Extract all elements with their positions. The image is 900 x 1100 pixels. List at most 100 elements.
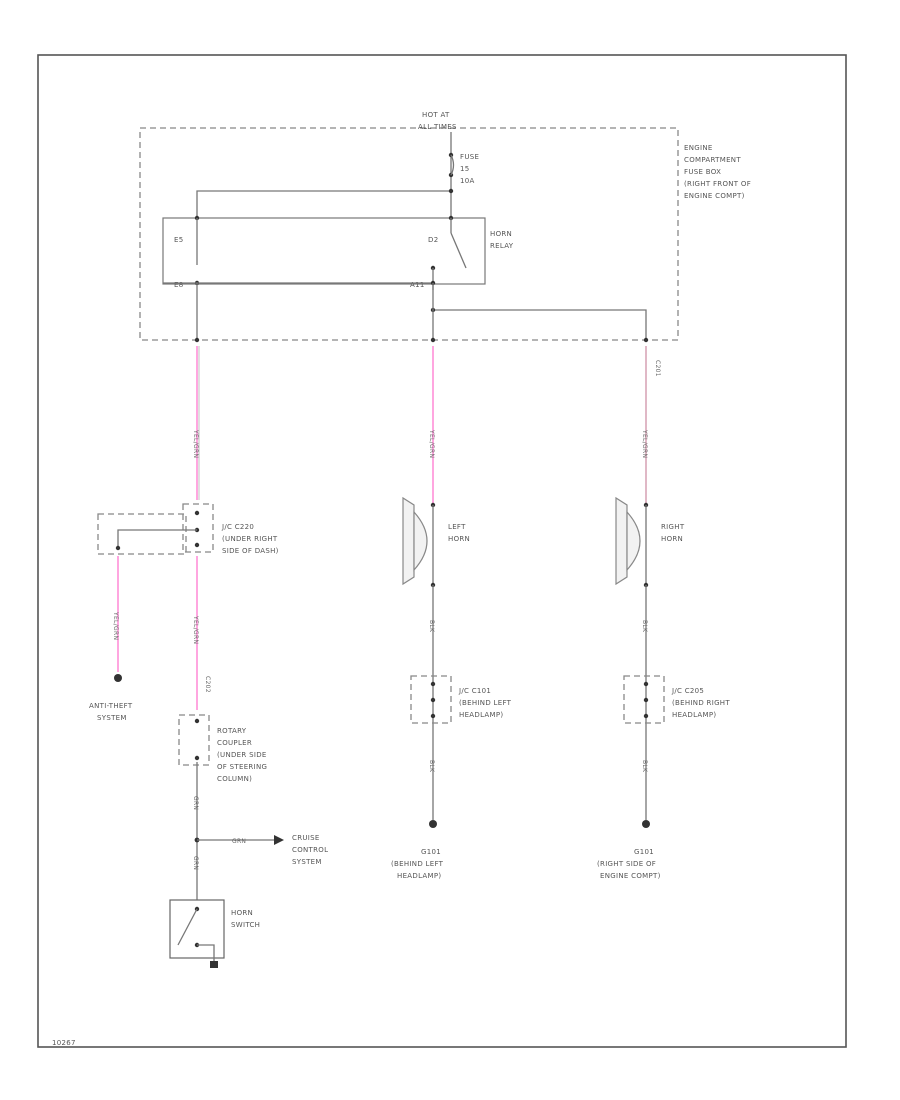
connector-c205-label-2: (BEHIND RIGHT [672, 699, 730, 707]
right-horn-branch [433, 309, 647, 340]
connector-c101-label-1: J/C C101 [458, 687, 491, 695]
fuse-box-name-5: ENGINE COMPT) [684, 192, 745, 200]
figure-id: 10267 [52, 1039, 76, 1047]
pin-e5: E5 [174, 236, 183, 244]
connector-c220-label-3: SIDE OF DASH) [222, 547, 279, 555]
connector-c220-pin-top [194, 510, 200, 516]
rotary-coupler-pin-bottom [194, 755, 200, 761]
connector-c101-pin-top [430, 681, 436, 687]
bus-junction [448, 188, 454, 194]
antitheft-wire-label: YEL/GRN [112, 611, 119, 640]
antitheft-terminal [114, 674, 122, 682]
connector-c220-label-2: (UNDER RIGHT [222, 535, 278, 543]
fuse-box-name-4: (RIGHT FRONT OF [684, 180, 751, 188]
middle-exit-terminal [430, 337, 436, 343]
connector-c205-pin-mid [643, 697, 649, 703]
horn-switch-label-2: SWITCH [231, 921, 260, 929]
left-horn-label-2: HORN [448, 535, 470, 543]
pin-d2: D2 [428, 236, 438, 244]
left-horn-body [402, 496, 415, 586]
cruise-wire-label: GRN [232, 838, 246, 845]
left-horn-label-1: LEFT [448, 523, 466, 531]
right-horn-label-1: RIGHT [661, 523, 685, 531]
fuse-box-name-2: COMPARTMENT [684, 156, 741, 164]
rotary-label-3: (UNDER SIDE [217, 751, 267, 759]
horn-relay-label-1: HORN [490, 230, 512, 238]
ground-left-label-3: HEADLAMP) [397, 872, 441, 880]
ground-g101-right [642, 820, 650, 828]
fuse-box-outline [139, 127, 679, 341]
horn-switch-ground-wire [197, 944, 215, 963]
switch-feed-label-2: GRN [192, 856, 199, 870]
middle-wire-label: YEL/GRN [428, 429, 435, 458]
connector-c202-label: C202 [204, 676, 211, 693]
ground-left-label-1: G101 [421, 848, 441, 856]
ground-g101-left [429, 820, 437, 828]
rotary-coupler-outline [178, 714, 210, 766]
left-wire-label: YEL/GRN [192, 429, 199, 458]
connector-c205-outline [623, 675, 665, 724]
connector-c220-label-1: J/C C220 [221, 523, 254, 531]
ground-right-label-2: (RIGHT SIDE OF [597, 860, 656, 868]
fuse-box-name-3: FUSE BOX [684, 168, 721, 176]
right-horn-bell [626, 510, 641, 572]
horn-switch-box [169, 899, 225, 959]
ground-right-label-3: ENGINE COMPT) [600, 872, 661, 880]
rotary-label-2: COUPLER [217, 739, 252, 747]
right-exit-terminal [643, 337, 649, 343]
connector-c101-outline [410, 675, 452, 724]
pin-e8: E8 [174, 281, 183, 289]
left-horn-bell [413, 510, 428, 572]
horn-switch-blade [177, 908, 198, 946]
fuse-label-3: 10A [460, 177, 475, 185]
connector-c205-pin-top [643, 681, 649, 687]
horn-switch-label-1: HORN [231, 909, 253, 917]
left-wire-lower-label: YEL/GRN [192, 615, 199, 644]
connector-c220-pin-bottom [194, 542, 200, 548]
diagram-frame [37, 54, 847, 1048]
right-horn-ground-label: BLK [641, 620, 648, 633]
antitheft-branch-junction [115, 545, 121, 551]
antitheft-branch-wire [117, 529, 197, 548]
left-exit-terminal [194, 337, 200, 343]
horn-switch-ground [210, 961, 218, 968]
rotary-label-4: OF STEERING [217, 763, 267, 771]
rotary-coupler-pin-top [194, 718, 200, 724]
connector-c220-outline [182, 503, 214, 553]
fuse-label-2: 15 [460, 165, 470, 173]
hot-label-2: ALL TIMES [418, 123, 457, 131]
ground-left-label-2: (BEHIND LEFT [391, 860, 444, 868]
cruise-label-3: SYSTEM [292, 858, 322, 866]
bus-wire [196, 190, 451, 218]
connector-c101-pin-mid [430, 697, 436, 703]
cruise-arrow [274, 835, 284, 845]
right-horn-ground-label-2: BLK [641, 760, 648, 773]
connector-c101-pin-bottom [430, 713, 436, 719]
connector-c101-label-2: (BEHIND LEFT [459, 699, 512, 707]
fuse-symbol [450, 154, 455, 176]
relay-switch-blade [450, 232, 467, 269]
connector-c201-label: C201 [654, 360, 661, 377]
switch-feed-label: GRN [192, 796, 199, 810]
cruise-label-2: CONTROL [292, 846, 328, 854]
antitheft-label-1: ANTI-THEFT [89, 702, 133, 710]
hot-label-1: HOT AT [422, 111, 450, 119]
fuse-box-name-1: ENGINE [684, 144, 713, 152]
left-horn-ground-label-2: BLK [428, 760, 435, 773]
rotary-label-1: ROTARY [217, 727, 247, 735]
connector-c205-pin-bottom [643, 713, 649, 719]
horn-relay-label-2: RELAY [490, 242, 514, 250]
rotary-label-5: COLUMN) [217, 775, 252, 783]
antitheft-label-2: SYSTEM [97, 714, 127, 722]
horn-relay-box [162, 217, 486, 285]
right-wire-label: YEL/GRN [641, 429, 648, 458]
left-horn-ground-label: BLK [428, 620, 435, 633]
ground-right-label-1: G101 [634, 848, 654, 856]
pin-a11: A11 [410, 281, 425, 289]
cruise-label-1: CRUISE [292, 834, 320, 842]
connector-c101-label-3: HEADLAMP) [459, 711, 503, 719]
right-horn-label-2: HORN [661, 535, 683, 543]
connector-c205-label-3: HEADLAMP) [672, 711, 716, 719]
connector-c205-label-1: J/C C205 [671, 687, 704, 695]
